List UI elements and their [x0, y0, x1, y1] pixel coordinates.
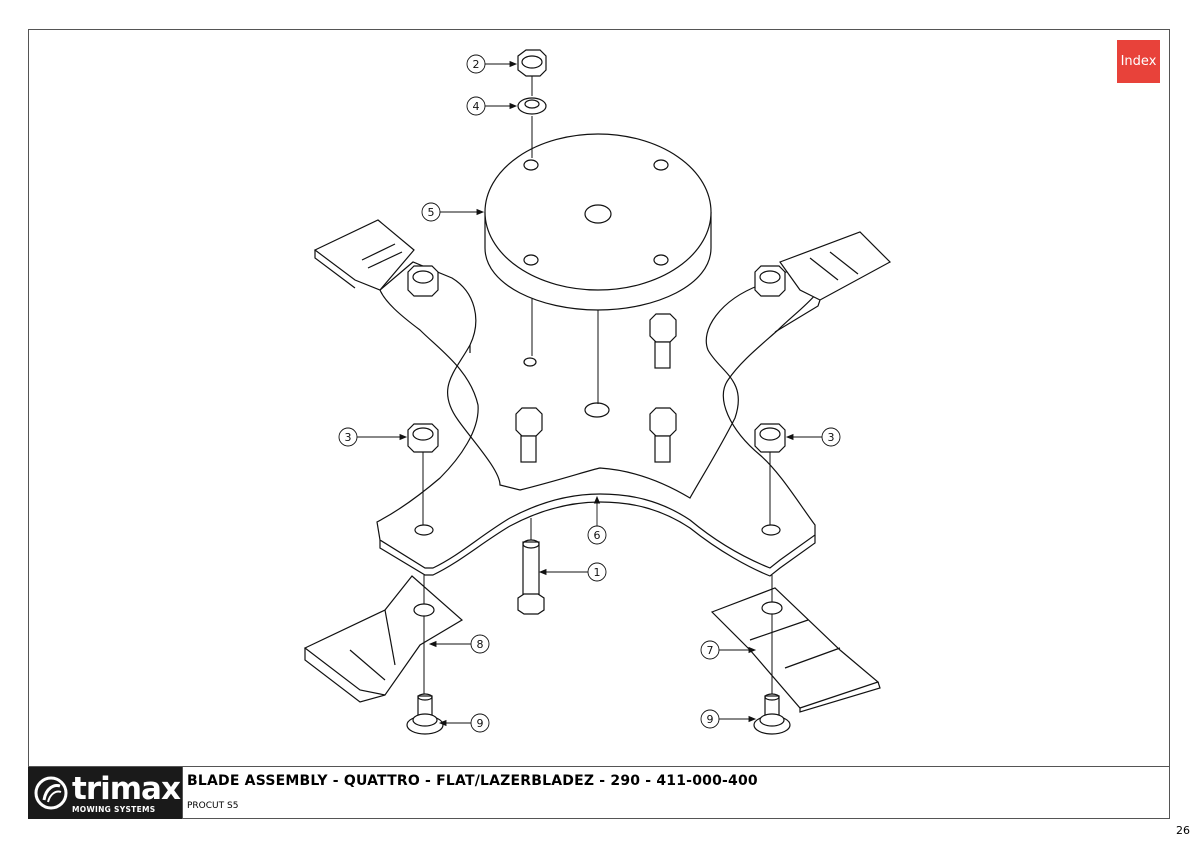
bolt-front-right [649, 407, 677, 463]
hex-nut-mid-left [407, 423, 439, 453]
hex-nut-top [517, 49, 547, 77]
title-divider [182, 767, 183, 819]
callout-5: 5 [421, 202, 485, 222]
callout-1-label: 1 [594, 566, 601, 579]
upper-left-blade [313, 219, 415, 291]
title-block: trimax MOWING SYSTEMS BLADE ASSEMBLY - Q… [28, 766, 1170, 819]
callout-1: 1 [538, 562, 607, 582]
upper-right-blade [774, 231, 891, 333]
callout-6-label: 6 [594, 529, 601, 542]
index-button[interactable]: Index [1117, 40, 1160, 83]
hex-nut-mid-right [754, 423, 786, 453]
hub-disc [484, 133, 712, 311]
cross-plate [376, 261, 817, 577]
callout-6: 6 [587, 495, 607, 545]
callout-2: 2 [466, 54, 518, 74]
model-name: PROCUT S5 [187, 801, 239, 811]
trimax-logo: trimax MOWING SYSTEMS [28, 767, 182, 819]
callout-8: 8 [428, 634, 490, 654]
bolt-front-left [515, 407, 543, 463]
long-bolt [517, 539, 545, 615]
callout-8-label: 8 [477, 638, 484, 651]
assembly-centerlines [422, 76, 773, 694]
trimax-logo-icon [34, 776, 68, 810]
callout-3-right: 3 [785, 427, 841, 447]
page-number: 26 [1176, 824, 1190, 837]
callout-4-label: 4 [473, 100, 480, 113]
logo-wordmark: trimax [72, 771, 181, 807]
blade-bolt-left [406, 693, 444, 735]
drawing-title: BLADE ASSEMBLY - QUATTRO - FLAT/LAZERBLA… [187, 773, 758, 789]
washer-top [517, 97, 547, 115]
callout-9-left-label: 9 [477, 717, 484, 730]
callout-2-label: 2 [473, 58, 480, 71]
callout-4: 4 [466, 96, 518, 116]
callouts: 2 4 5 3 3 6 [338, 54, 841, 733]
callout-9-left: 9 [438, 713, 490, 733]
callout-3-left-label: 3 [345, 431, 352, 444]
callout-3-right-label: 3 [828, 431, 835, 444]
hex-nut-right [754, 265, 786, 297]
callout-3-left: 3 [338, 427, 408, 447]
blade-bolt-right [753, 693, 791, 735]
callout-5-label: 5 [428, 206, 435, 219]
callout-9-right: 9 [700, 709, 757, 729]
lower-left-blade [303, 575, 464, 703]
callout-7-label: 7 [707, 644, 714, 657]
bolt-back-right [649, 313, 677, 369]
callout-7: 7 [700, 640, 757, 660]
callout-9-right-label: 9 [707, 713, 714, 726]
logo-tagline: MOWING SYSTEMS [72, 805, 156, 814]
hex-nut-left [407, 265, 439, 297]
drawing-frame [28, 29, 1170, 819]
